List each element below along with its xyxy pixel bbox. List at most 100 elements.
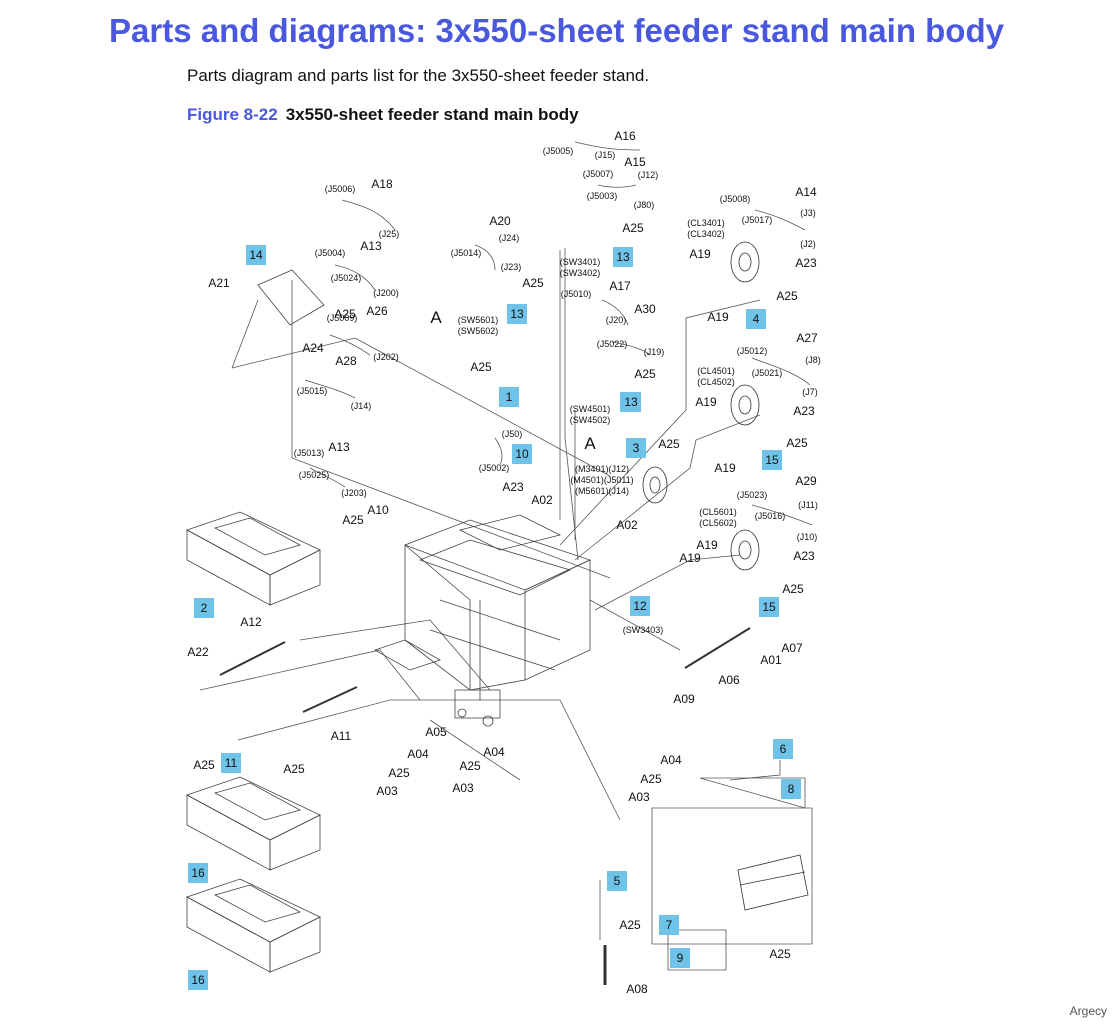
harness	[304, 379, 356, 399]
leader-line	[594, 554, 741, 611]
connector-label: (J5013)	[294, 448, 325, 458]
assembly-outline	[651, 807, 813, 945]
part-label: A13	[328, 440, 350, 454]
callout-2: 2	[194, 598, 214, 618]
connector-label: (J11)	[798, 500, 818, 510]
part-label: A25	[786, 436, 808, 450]
connector-label: (J8)	[805, 355, 821, 365]
harness	[751, 504, 813, 526]
connector-label: (J80)	[634, 200, 655, 210]
part-label: A19	[707, 310, 729, 324]
part-label: A25	[769, 947, 791, 961]
svg-text:2: 2	[201, 601, 208, 615]
part-label: A27	[796, 331, 818, 345]
rail	[219, 641, 286, 676]
connector-label: (CL4501)	[697, 366, 735, 376]
callout-1: 1	[499, 387, 519, 407]
part-label: A29	[795, 474, 817, 488]
callout-13: 13	[613, 247, 633, 267]
connector-label: (J5023)	[737, 490, 768, 500]
part-label: A25	[193, 758, 215, 772]
assembly-outline	[699, 777, 806, 809]
part-label: A25	[640, 772, 662, 786]
connector-label: (CL5601)	[699, 507, 737, 517]
part-label: A25	[470, 360, 492, 374]
part-label: A25	[334, 307, 356, 321]
connector-label: (SW4501)	[570, 404, 611, 414]
callout-15: 15	[759, 597, 779, 617]
connector-label: (SW5602)	[458, 326, 499, 336]
part-label: A18	[371, 177, 393, 191]
part-label: A25	[388, 766, 410, 780]
svg-text:3: 3	[633, 441, 640, 455]
svg-text:13: 13	[624, 395, 638, 409]
leader-line	[574, 414, 761, 561]
callout-7: 7	[659, 915, 679, 935]
callout-3: 3	[626, 438, 646, 458]
leader-line	[237, 699, 621, 821]
connector-label: (J200)	[373, 288, 399, 298]
connector-label: (M3401)(J12)	[575, 464, 629, 474]
connector-label: (J5022)	[597, 339, 628, 349]
part-label: A25	[658, 437, 680, 451]
harness	[341, 199, 396, 231]
svg-text:15: 15	[762, 600, 776, 614]
connector-label: (J23)	[501, 262, 522, 272]
harness	[601, 299, 629, 326]
svg-text:7: 7	[666, 918, 673, 932]
svg-text:10: 10	[515, 447, 529, 461]
part-label: A21	[208, 276, 230, 290]
watermark: Argecy	[1069, 1004, 1107, 1018]
part-label: A10	[367, 503, 389, 517]
connector-label: (J25)	[379, 229, 400, 239]
part-label: A03	[628, 790, 650, 804]
stand-frame	[374, 514, 592, 727]
svg-text:1: 1	[506, 390, 513, 404]
callout-8: 8	[781, 779, 801, 799]
part-label: A23	[502, 480, 524, 494]
leader-line	[559, 299, 761, 546]
part-label: A30	[634, 302, 656, 316]
part-label: A19	[689, 247, 711, 261]
part-label: A	[584, 434, 596, 453]
paper-tray	[186, 776, 321, 871]
svg-text:12: 12	[633, 599, 647, 613]
part-label: A07	[781, 641, 803, 655]
part-label: A03	[452, 781, 474, 795]
callout-6: 6	[773, 739, 793, 759]
callout-5: 5	[607, 871, 627, 891]
connector-label: (J5017)	[742, 215, 773, 225]
part-label: A25	[776, 289, 798, 303]
part-label: A24	[302, 341, 324, 355]
part-label: A23	[793, 549, 815, 563]
callout-16: 16	[188, 970, 208, 990]
harness	[334, 264, 376, 291]
harness	[574, 141, 641, 151]
part-label: A13	[360, 239, 382, 253]
part-label: A04	[483, 745, 505, 759]
part-label: A25	[634, 367, 656, 381]
part-label: A25	[283, 762, 305, 776]
svg-text:6: 6	[780, 742, 787, 756]
assembly-outline	[667, 929, 727, 971]
callout-layer: 141313131131034151521268111616579	[188, 245, 801, 990]
connector-label: (J19)	[644, 347, 665, 357]
harness	[754, 209, 806, 231]
connector-label: (J5009)	[327, 313, 358, 323]
callout-14: 14	[246, 245, 266, 265]
harness	[494, 437, 503, 466]
part-label: A08	[626, 982, 648, 996]
part-label: A23	[793, 404, 815, 418]
connector-label: (J5015)	[297, 386, 328, 396]
lift-motor	[730, 384, 760, 426]
svg-text:14: 14	[249, 248, 263, 262]
part-label: A04	[407, 747, 429, 761]
connector-label: (J5008)	[720, 194, 751, 204]
connector-label: (J202)	[373, 352, 399, 362]
pickup-assembly	[737, 854, 809, 911]
callout-9: 9	[670, 948, 690, 968]
part-label: A25	[522, 276, 544, 290]
connector-label: (J5016)	[755, 511, 786, 521]
connector-label: (J50)	[502, 429, 523, 439]
